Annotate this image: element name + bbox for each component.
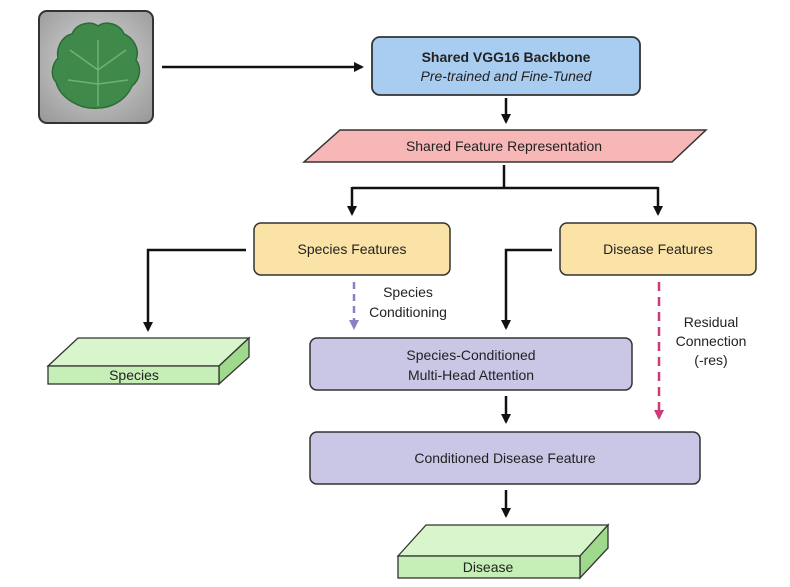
species-features-box: Species Features [253, 222, 451, 276]
disease-output-label: Disease [463, 559, 514, 575]
disease-features-label: Disease Features [603, 241, 713, 257]
arrow-disease-to-attention [501, 248, 552, 330]
disease-output-slab: Disease [396, 523, 610, 580]
shared-feature-label: Shared Feature Representation [406, 138, 602, 154]
species-output-label: Species [109, 367, 159, 383]
attention-line2: Multi-Head Attention [408, 367, 534, 383]
species-conditioning-line2: Conditioning [369, 304, 447, 320]
attention-box: Species-Conditioned Multi-Head Attention [309, 337, 633, 391]
backbone-box: Shared VGG16 Backbone Pre-trained and Fi… [371, 36, 641, 96]
residual-line3: (-res) [694, 352, 727, 368]
conditioned-feature-box: Conditioned Disease Feature [309, 431, 701, 485]
species-features-label: Species Features [298, 241, 407, 257]
species-output-slab: Species [46, 336, 251, 386]
disease-features-box: Disease Features [559, 222, 757, 276]
shared-feature-shape: Shared Feature Representation [302, 129, 708, 163]
attention-line1: Species-Conditioned [406, 347, 535, 363]
branch-connector [347, 165, 663, 216]
input-leaf-image [38, 10, 154, 124]
residual-line1: Residual [684, 314, 738, 330]
conditioned-feature-label: Conditioned Disease Feature [414, 450, 596, 466]
species-conditioning-line1: Species [383, 284, 433, 300]
backbone-subtitle: Pre-trained and Fine-Tuned [421, 68, 593, 84]
grape-leaf-icon [51, 22, 141, 109]
backbone-title: Shared VGG16 Backbone [422, 49, 591, 65]
residual-line2: Connection [676, 333, 747, 349]
arrow-species-to-output [143, 248, 246, 332]
